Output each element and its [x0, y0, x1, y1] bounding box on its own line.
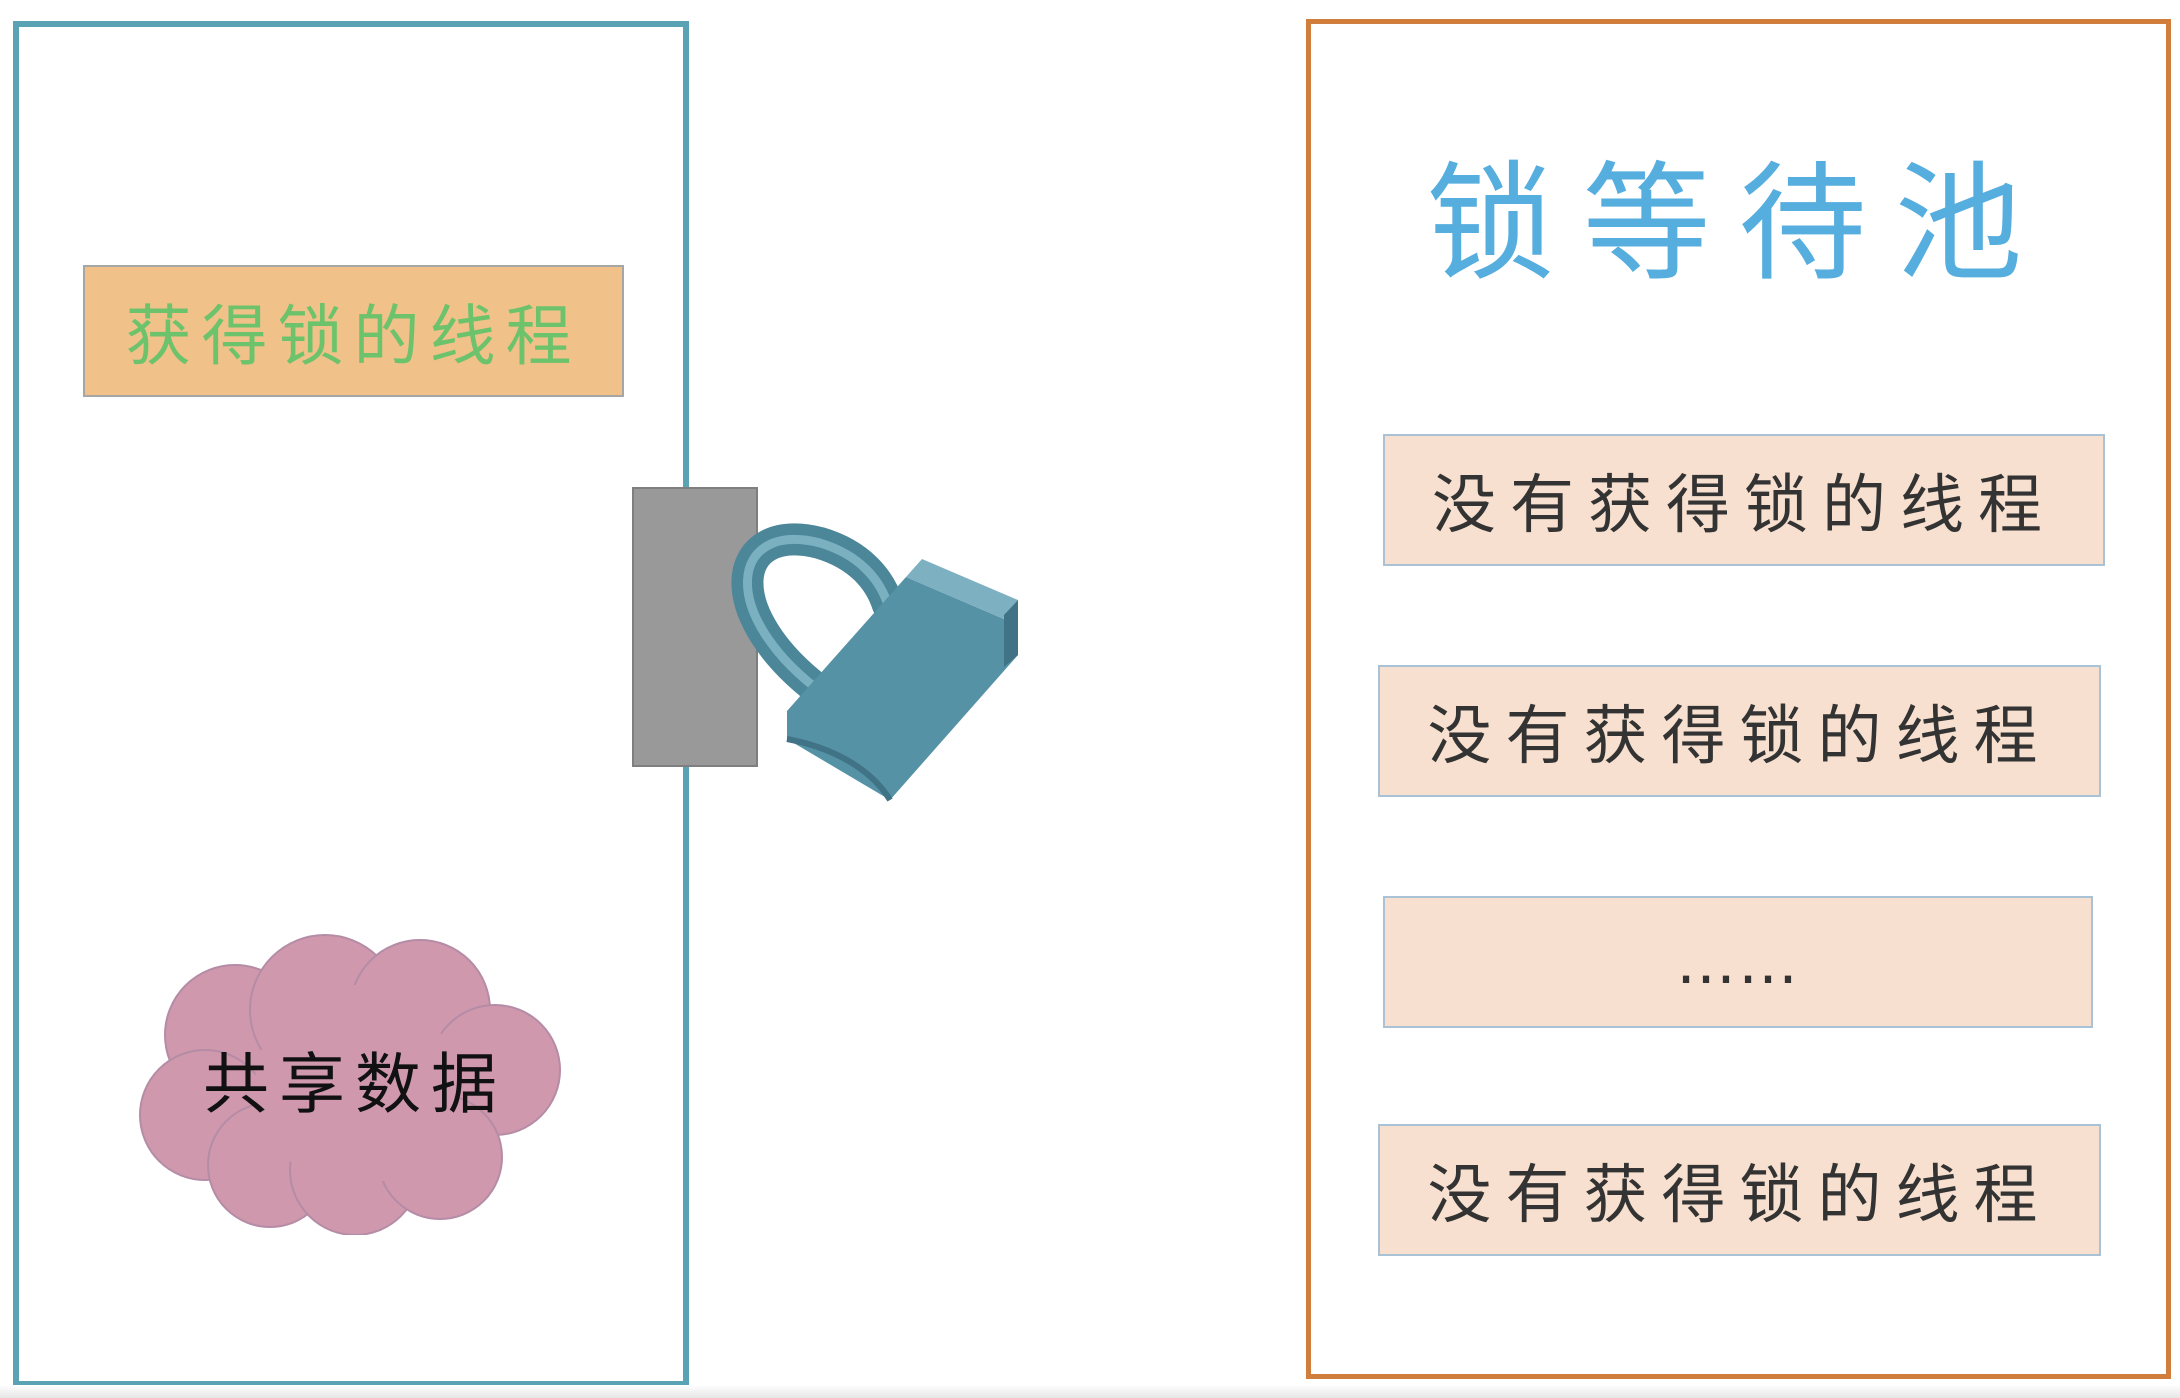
hasp-plate: [632, 487, 758, 767]
waiting-thread-ellipsis-box: ……: [1383, 896, 2093, 1028]
waiting-thread-box: 没有获得锁的线程: [1383, 434, 2105, 566]
lock-wait-pool-title: 锁等待池: [1426, 150, 2051, 299]
cloud-shape: [139, 934, 561, 1235]
waiting-thread-box: 没有获得锁的线程: [1378, 665, 2101, 797]
owner-thread-box: 获得锁的线程: [83, 265, 624, 397]
shared-data-cloud: 共享数据: [139, 934, 561, 1235]
owner-thread-label: 获得锁的线程: [125, 298, 582, 375]
waiting-thread-label: 没有获得锁的线程: [1427, 1159, 2052, 1233]
lock-wait-pool-panel: [1306, 19, 2171, 1379]
waiting-thread-box: 没有获得锁的线程: [1378, 1124, 2101, 1256]
waiting-thread-label: 没有获得锁的线程: [1432, 469, 2056, 543]
ellipsis-label: ……: [1676, 928, 1800, 998]
waiting-thread-label: 没有获得锁的线程: [1427, 700, 2052, 774]
bottom-edge: [0, 1385, 2180, 1398]
shared-data-label: 共享数据: [203, 1046, 507, 1123]
lock-body: [786, 559, 1018, 802]
padlock-icon: [632, 487, 1018, 802]
